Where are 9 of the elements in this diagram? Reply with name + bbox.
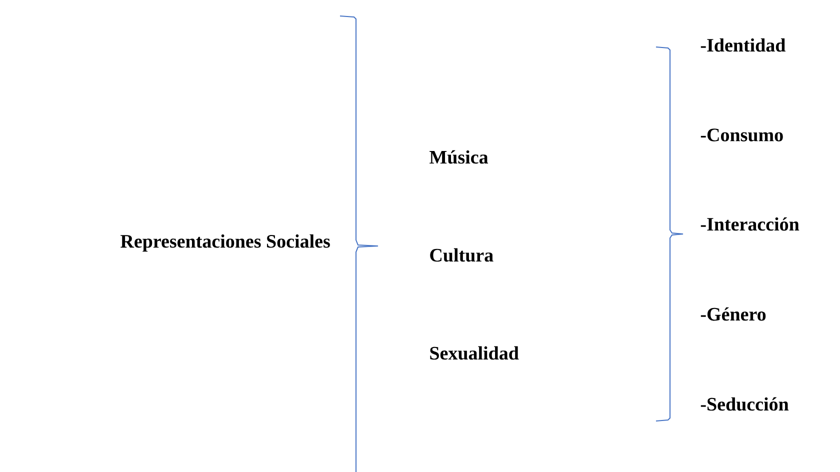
label: -Género: [700, 307, 766, 321]
label: -Interacción: [700, 217, 800, 231]
label: -Consumo: [700, 128, 783, 142]
label: Cultura: [430, 248, 494, 262]
label: -Seducción: [700, 397, 789, 411]
label: Música: [430, 150, 488, 164]
label: Representaciones Sociales: [120, 234, 330, 252]
label: Sexualidad: [430, 346, 519, 360]
label: -Identidad: [700, 38, 786, 52]
